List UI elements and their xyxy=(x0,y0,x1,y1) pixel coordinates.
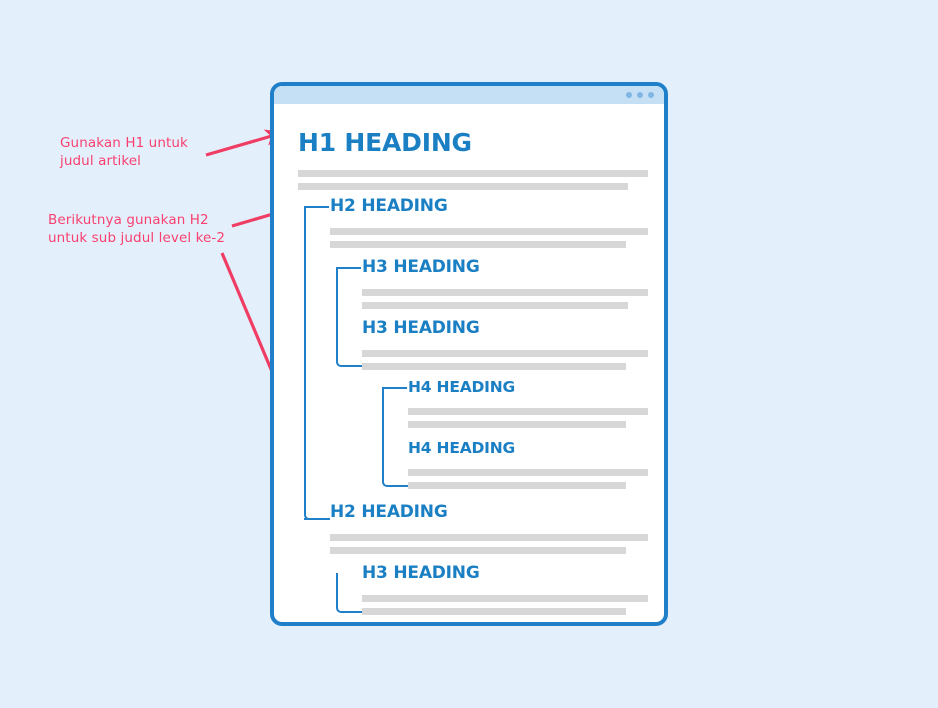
text-bar xyxy=(408,421,626,428)
text-bar xyxy=(330,547,626,554)
window-dot-3-icon[interactable] xyxy=(648,92,654,98)
text-bar xyxy=(362,350,648,357)
text-bar xyxy=(298,183,628,190)
tree-branch-h3-first xyxy=(336,267,361,269)
text-bar xyxy=(408,482,626,489)
text-bar xyxy=(330,228,648,235)
heading-h1: H1 HEADING xyxy=(298,128,472,157)
heading-h4-first: H4 HEADING xyxy=(408,378,516,396)
text-bar xyxy=(330,534,648,541)
tree-trunk-h4 xyxy=(382,387,408,487)
tree-trunk-h3-last xyxy=(336,573,362,613)
tree-branch-h4-first xyxy=(382,387,407,389)
annotation-h1-note: Gunakan H1 untuk judul artikel xyxy=(60,135,188,170)
heading-h3-first: H3 HEADING xyxy=(362,257,480,277)
window-dot-1-icon[interactable] xyxy=(626,92,632,98)
text-bar xyxy=(408,469,648,476)
tree-branch-h2-first xyxy=(304,206,329,208)
heading-h2-second: H2 HEADING xyxy=(330,502,448,522)
tree-trunk-h2 xyxy=(304,206,330,520)
text-bar xyxy=(362,595,648,602)
browser-window: H1 HEADING H2 HEADING H3 HEADING H3 HEAD… xyxy=(270,82,668,626)
heading-h4-second: H4 HEADING xyxy=(408,439,516,457)
annotation-h2-note: Berikutnya gunakan H2 untuk sub judul le… xyxy=(48,212,226,247)
text-bar xyxy=(362,608,626,615)
tree-trunk-h3 xyxy=(336,267,362,367)
text-bar xyxy=(362,289,648,296)
document-outline: H1 HEADING H2 HEADING H3 HEADING H3 HEAD… xyxy=(274,104,664,622)
heading-h3-third: H3 HEADING xyxy=(362,563,480,583)
text-bar xyxy=(330,241,626,248)
text-bar xyxy=(362,363,626,370)
text-bar xyxy=(362,302,628,309)
window-dot-2-icon[interactable] xyxy=(637,92,643,98)
tree-branch-h2-second xyxy=(304,518,329,520)
text-bar xyxy=(408,408,648,415)
window-titlebar xyxy=(274,86,664,104)
heading-h3-second: H3 HEADING xyxy=(362,318,480,338)
heading-h2-first: H2 HEADING xyxy=(330,196,448,216)
text-bar xyxy=(298,170,648,177)
